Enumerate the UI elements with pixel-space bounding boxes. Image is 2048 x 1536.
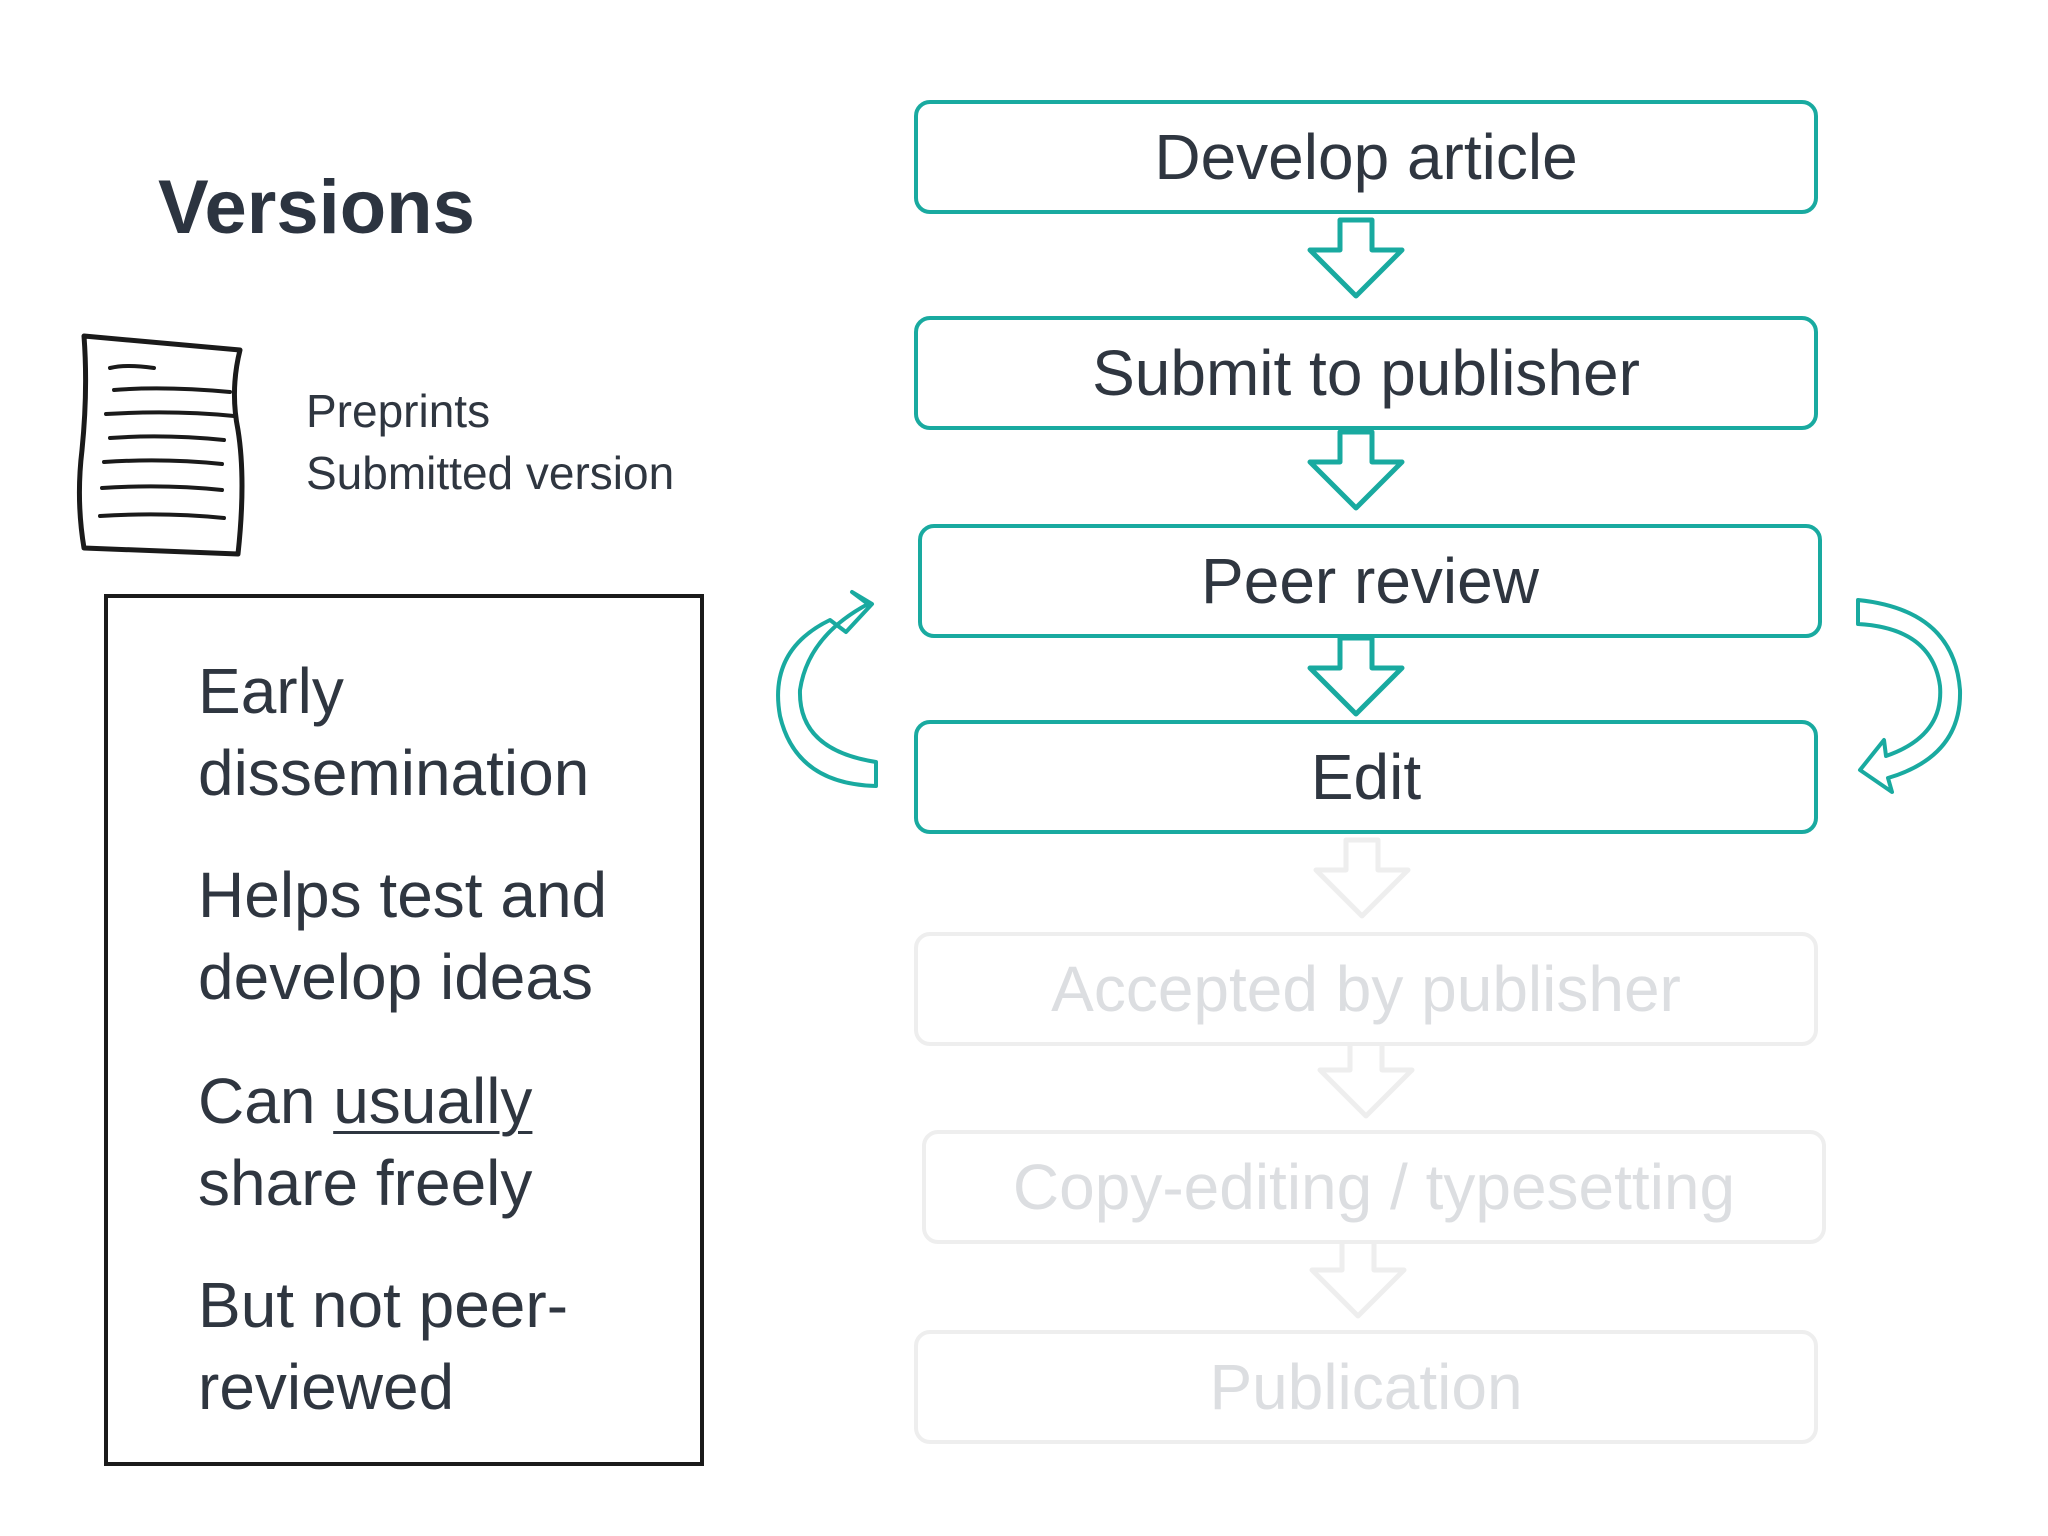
point-line: share freely bbox=[198, 1147, 533, 1219]
step-copy-editing-typesetting: Copy-editing / typesetting bbox=[922, 1130, 1826, 1244]
point-line: develop ideas bbox=[198, 941, 593, 1013]
point-line: dissemination bbox=[198, 737, 590, 809]
version-labels: Preprints Submitted version bbox=[306, 380, 674, 504]
point-line: Helps test and bbox=[198, 859, 608, 931]
point-line: Early bbox=[198, 655, 344, 727]
step-publication: Publication bbox=[914, 1330, 1818, 1444]
step-submit-to-publisher: Submit to publisher bbox=[914, 316, 1818, 430]
point-share-freely: Can usually share freely bbox=[198, 1060, 678, 1224]
step-peer-review: Peer review bbox=[918, 524, 1822, 638]
step-accepted-by-publisher: Accepted by publisher bbox=[914, 932, 1818, 1046]
down-arrow-icon bbox=[1312, 1240, 1404, 1316]
down-arrow-icon bbox=[1320, 1040, 1412, 1116]
cycle-arrow-right-icon bbox=[1856, 598, 1963, 794]
version-label-preprints: Preprints bbox=[306, 385, 491, 437]
point-not-peer-reviewed: But not peer- reviewed bbox=[198, 1264, 678, 1428]
point-line: reviewed bbox=[198, 1351, 455, 1423]
document-icon bbox=[76, 333, 245, 557]
cycle-arrow-left-icon bbox=[776, 590, 878, 788]
page-title: Versions bbox=[158, 165, 475, 250]
preprint-benefits-box: Early dissemination Helps test and devel… bbox=[104, 594, 704, 1466]
down-arrow-icon bbox=[1310, 638, 1402, 714]
down-arrow-icon bbox=[1316, 840, 1408, 916]
point-test-ideas: Helps test and develop ideas bbox=[198, 854, 678, 1018]
point-early-dissemination: Early dissemination bbox=[198, 650, 678, 814]
step-develop-article: Develop article bbox=[914, 100, 1818, 214]
version-label-submitted: Submitted version bbox=[306, 447, 675, 499]
step-edit: Edit bbox=[914, 720, 1818, 834]
point-line: But not peer- bbox=[198, 1269, 568, 1341]
down-arrow-icon bbox=[1310, 432, 1402, 508]
underlined-word: usually bbox=[333, 1065, 533, 1137]
point-line: Can usually bbox=[198, 1065, 533, 1137]
down-arrow-icon bbox=[1310, 220, 1402, 296]
